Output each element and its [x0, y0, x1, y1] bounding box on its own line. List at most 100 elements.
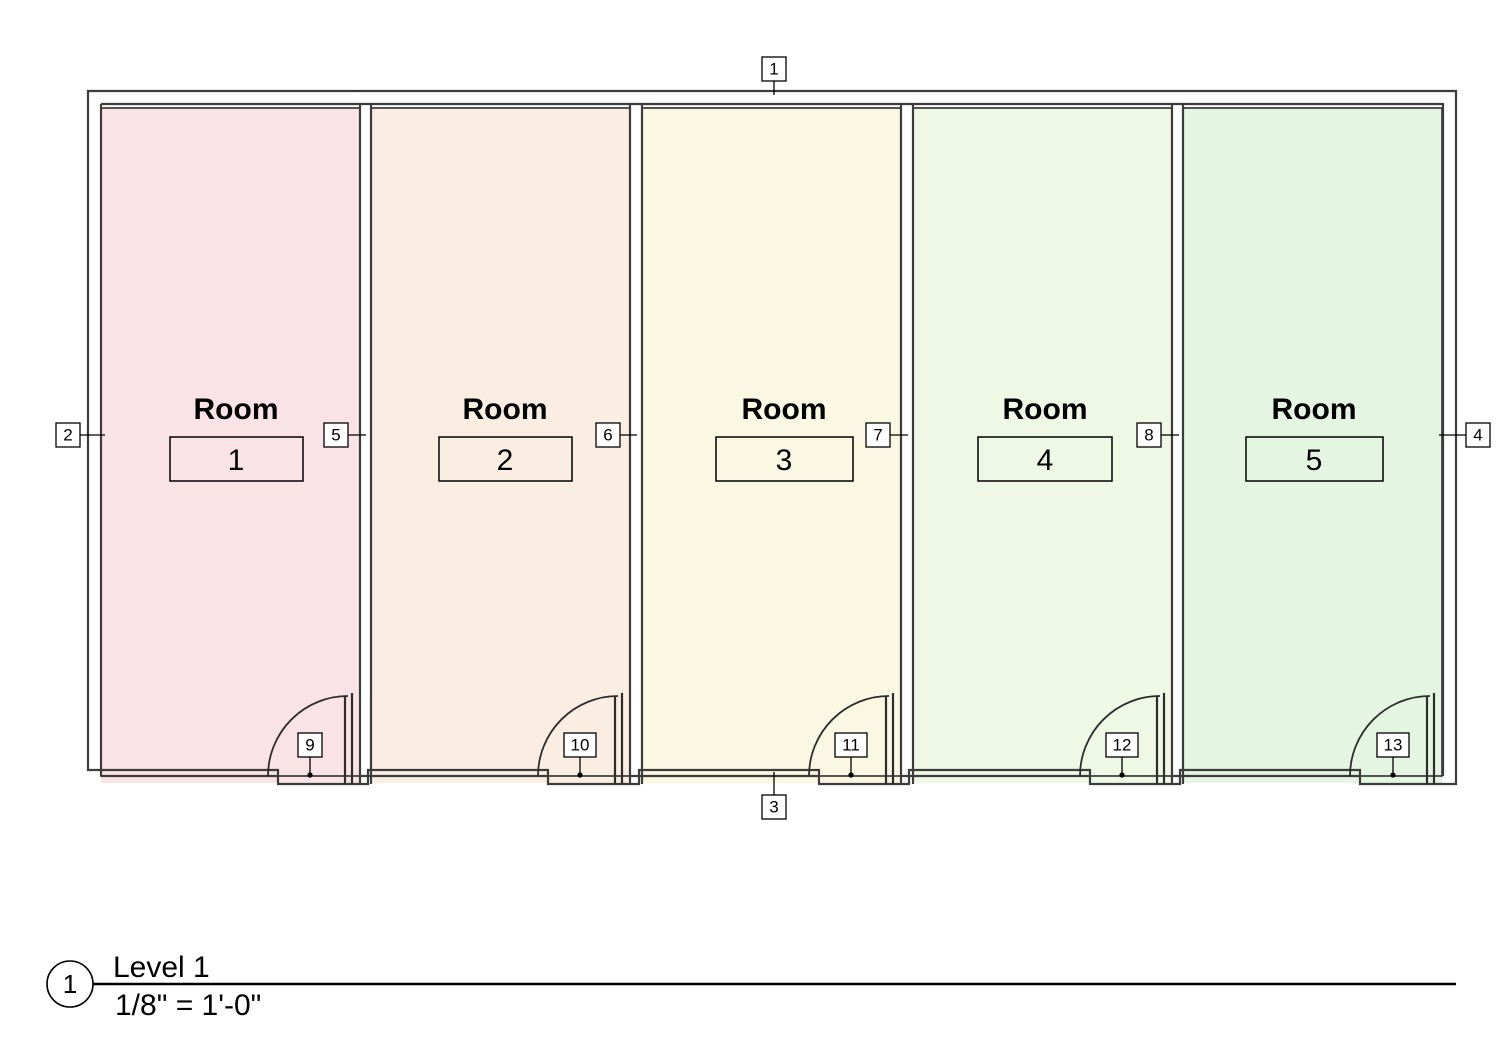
tag-label-6: 6	[603, 425, 612, 444]
tag-12[interactable]: 12	[1105, 732, 1139, 778]
tag-box-8	[1136, 422, 1162, 448]
tag-label-8: 8	[1144, 425, 1153, 444]
room-label-2[interactable]: Room 2	[438, 393, 573, 482]
tag-box-12	[1105, 732, 1139, 758]
tag-10[interactable]: 10	[563, 732, 597, 778]
doors	[267, 693, 1436, 784]
room-number-box-2	[438, 436, 573, 482]
door-swing-arc-1	[267, 695, 349, 777]
partition-wall-1-2[interactable]	[358, 104, 373, 784]
door-panel-leaf-1	[343, 693, 354, 784]
room-name-1: Room	[194, 393, 279, 426]
room-number-4: 4	[1037, 444, 1054, 477]
door-panel-leaf-3	[884, 693, 895, 784]
room-fill-5[interactable]	[1183, 108, 1442, 783]
partition-wall-2-3[interactable]	[628, 104, 644, 784]
tag-11[interactable]: 11	[834, 732, 868, 778]
room-name-5: Room	[1272, 393, 1357, 426]
tag-4[interactable]: 4	[1439, 422, 1491, 448]
tag-box-1	[761, 56, 787, 82]
door-room-4[interactable]	[1079, 693, 1166, 784]
room-name-4: Room	[1003, 393, 1088, 426]
room-number-box-3	[715, 436, 854, 482]
partition-wall-3-4[interactable]	[899, 104, 915, 784]
tag-1[interactable]: 1	[761, 56, 787, 95]
tag-leader-dot-10	[577, 772, 583, 778]
room-label-4[interactable]: Room 4	[977, 393, 1113, 482]
tag-box-10	[563, 732, 597, 758]
room-fill-2[interactable]	[371, 108, 630, 783]
room-label-3[interactable]: Room 3	[715, 393, 854, 482]
door-room-3[interactable]	[808, 693, 895, 784]
tag-3[interactable]: 3	[761, 772, 787, 820]
tag-box-13	[1376, 732, 1410, 758]
tag-label-9: 9	[305, 735, 314, 754]
tag-6[interactable]: 6	[595, 422, 637, 448]
tag-5[interactable]: 5	[323, 422, 366, 448]
room-fill-3[interactable]	[642, 108, 901, 783]
room-fills	[101, 108, 1442, 783]
tag-label-13: 13	[1384, 735, 1403, 754]
room-number-2: 2	[497, 444, 514, 477]
tag-8[interactable]: 8	[1136, 422, 1179, 448]
exterior-wall-outer-face[interactable]	[86, 89, 1458, 786]
room-fill-1[interactable]	[101, 108, 360, 783]
tag-box-2	[55, 422, 81, 448]
door-room-1[interactable]	[267, 693, 354, 784]
view-title-detail-number: 1	[63, 969, 77, 999]
tag-label-2: 2	[63, 425, 72, 444]
door-panel-leaf-4	[1155, 693, 1166, 784]
door-panel-leaf-5	[1425, 693, 1436, 784]
tag-label-10: 10	[571, 735, 590, 754]
tag-box-3	[761, 794, 787, 820]
room-fill-4[interactable]	[913, 108, 1172, 783]
tag-label-11: 11	[842, 735, 860, 754]
tag-leader-dot-12	[1119, 772, 1125, 778]
room-name-3: Room	[742, 393, 827, 426]
tag-leader-dot-9	[307, 772, 313, 778]
tag-label-12: 12	[1113, 735, 1132, 754]
tag-box-7	[865, 422, 891, 448]
room-number-1: 1	[228, 444, 245, 477]
view-title-block[interactable]: 1 Level 1 1/8" = 1'-0"	[46, 951, 1456, 1022]
room-number-box-1	[169, 436, 304, 482]
room-label-1[interactable]: Room 1	[169, 393, 304, 482]
door-room-2[interactable]	[537, 693, 624, 784]
tag-leader-dot-11	[848, 772, 854, 778]
tag-13[interactable]: 13	[1376, 732, 1410, 778]
door-panel-leaf-2	[613, 693, 624, 784]
view-title-scale: 1/8" = 1'-0"	[115, 989, 261, 1022]
tag-box-11	[834, 732, 868, 758]
tag-leader-dot-13	[1390, 772, 1396, 778]
tag-label-5: 5	[331, 425, 340, 444]
door-swing-arc-3	[808, 695, 890, 777]
room-number-box-5	[1245, 436, 1384, 482]
room-name-2: Room	[463, 393, 548, 426]
view-title-name: Level 1	[113, 951, 210, 984]
tag-2[interactable]: 2	[55, 422, 105, 448]
tag-label-1: 1	[769, 59, 778, 78]
tag-7[interactable]: 7	[865, 422, 908, 448]
door-swing-arc-5	[1349, 695, 1431, 777]
tag-label-7: 7	[873, 425, 882, 444]
tag-box-9	[297, 732, 323, 758]
annotation-tags: 1 2 3 4 5 6	[55, 56, 1491, 820]
tag-box-5	[323, 422, 349, 448]
room-label-5[interactable]: Room 5	[1245, 393, 1384, 482]
tag-label-3: 3	[769, 797, 778, 816]
tag-box-4	[1465, 422, 1491, 448]
door-swing-arc-2	[537, 695, 619, 777]
partition-wall-4-5[interactable]	[1170, 104, 1185, 784]
door-swing-arc-4	[1079, 695, 1161, 777]
room-labels: Room 1 Room 2 Room 3 Room 4 Room 5	[169, 393, 1384, 482]
tag-box-6	[595, 422, 621, 448]
partition-walls	[358, 104, 1185, 784]
exterior-walls	[86, 89, 1458, 786]
room-number-box-4	[977, 436, 1113, 482]
room-number-5: 5	[1306, 444, 1323, 477]
room-number-3: 3	[776, 444, 793, 477]
door-room-5[interactable]	[1349, 693, 1436, 784]
tag-9[interactable]: 9	[297, 732, 323, 778]
